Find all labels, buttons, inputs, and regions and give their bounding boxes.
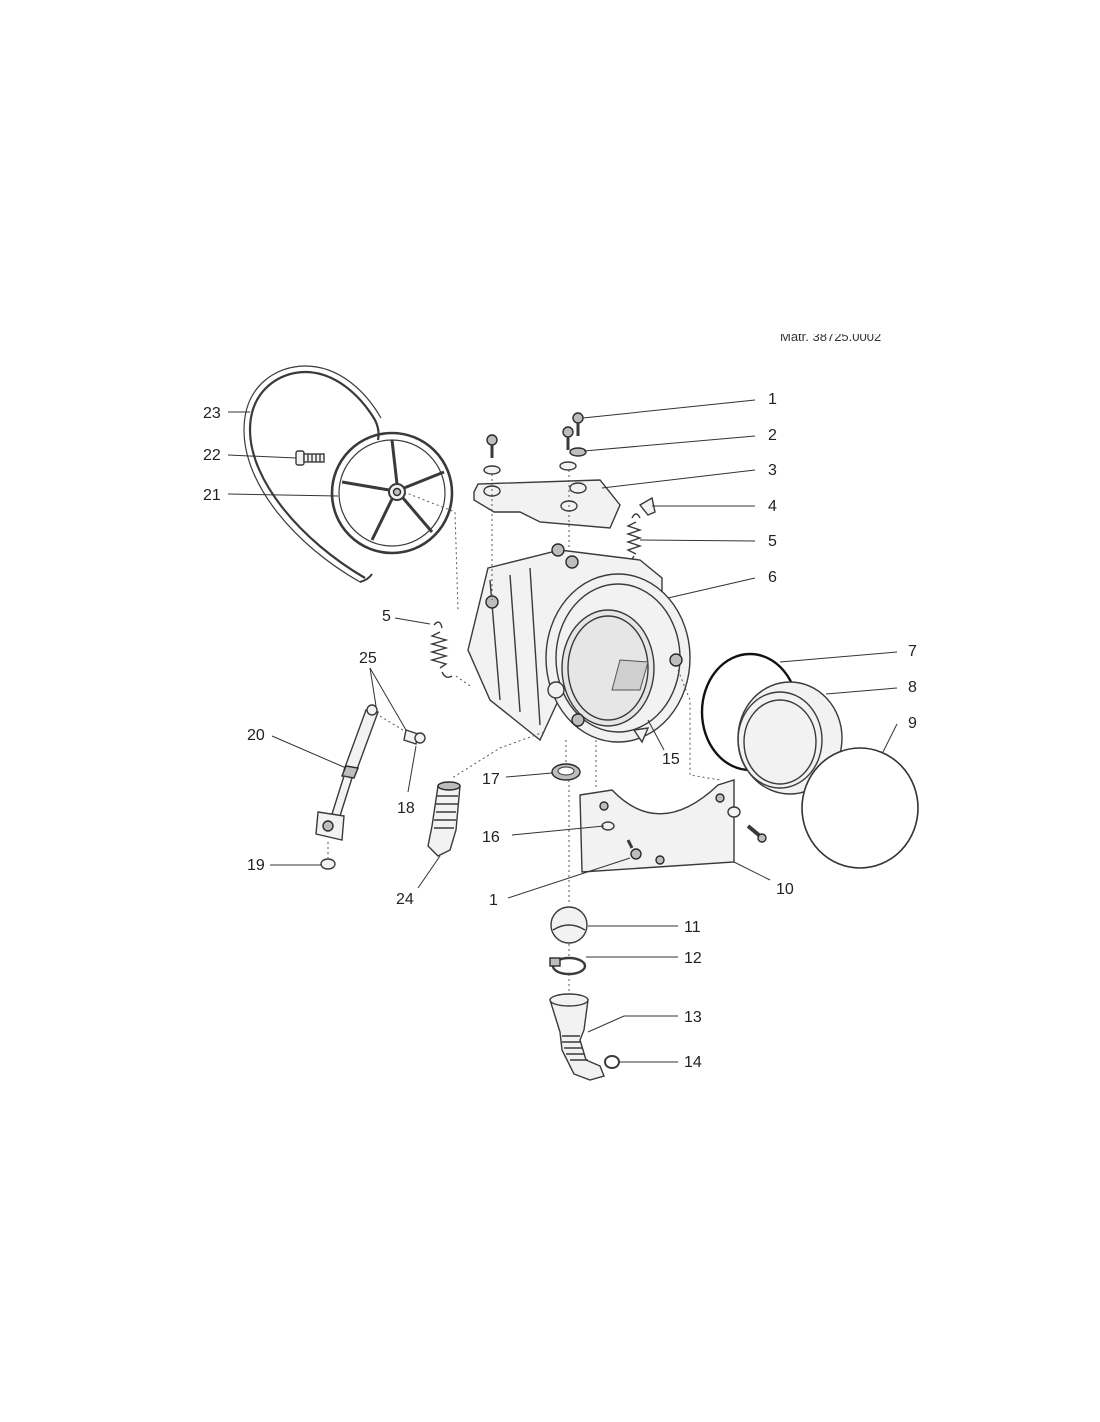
callout-1-bottom: 1 [489,892,498,909]
callout-1-top: 1 [768,391,777,408]
callout-20: 20 [247,727,265,744]
callout-labels: 1 2 3 4 5 6 7 8 9 5 25 20 18 17 15 16 10… [203,391,917,1071]
ball-valve-part [550,906,588,944]
callout-24: 24 [396,891,414,908]
callout-4: 4 [768,498,777,515]
clip-part [638,496,656,516]
spring-left-part [429,621,453,679]
callout-23: 23 [203,405,221,422]
right-bolt-part [727,806,767,843]
header-mask [760,322,940,334]
callout-7: 7 [908,643,917,660]
pulley-bolt-part [295,450,325,466]
callout-10: 10 [776,881,794,898]
callout-17: 17 [482,771,500,788]
sump-seal-part [551,763,581,781]
callout-9: 9 [908,715,917,732]
callout-3: 3 [768,462,777,479]
pulley-part [330,431,454,555]
callout-16: 16 [482,829,500,846]
callout-2: 2 [768,427,777,444]
top-screws-part [483,412,587,475]
drive-belt-part [243,365,382,583]
lower-bolt-part [626,839,642,860]
callout-8: 8 [908,679,917,696]
small-clamp-part [604,1055,620,1069]
shock-absorber-part [315,704,379,841]
callout-19: 19 [247,857,265,874]
callout-15: 15 [662,751,680,768]
door-seal-part [737,681,843,795]
callout-13: 13 [684,1009,702,1026]
callout-25: 25 [359,650,377,667]
assembly-guide-lines [379,470,721,994]
callout-14: 14 [684,1054,702,1071]
hose-clamp-part [549,956,587,976]
top-bracket-part [473,479,621,529]
callout-18: 18 [397,800,415,817]
callout-6: 6 [768,569,777,586]
callout-5-right: 5 [768,533,777,550]
callout-11: 11 [684,919,701,936]
leader-lines [227,399,898,1063]
callout-22: 22 [203,447,221,464]
pin-part [403,729,426,745]
callout-21: 21 [203,487,221,504]
callout-12: 12 [684,950,702,967]
sump-hose-part [549,993,605,1081]
drum-tub-part [467,543,691,744]
counterweight-part [579,779,735,873]
foot-washer-part [320,842,336,870]
callout-5-left: 5 [382,608,391,625]
bellows-hose-part [427,781,461,857]
door-glass-part [801,747,919,869]
